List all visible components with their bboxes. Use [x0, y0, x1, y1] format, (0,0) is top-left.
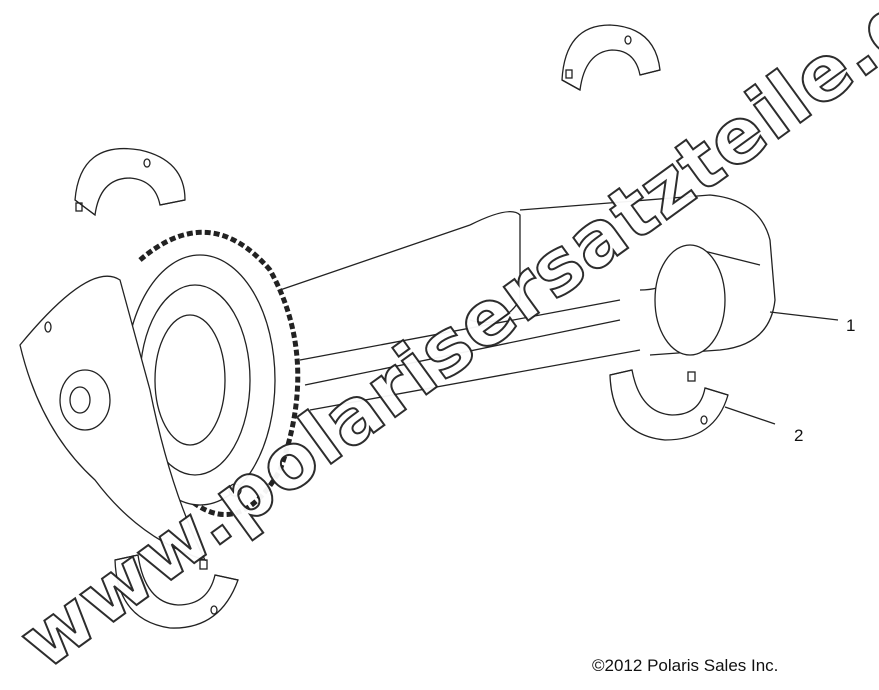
callout-label-1: 1	[846, 316, 856, 335]
leader-line-1	[769, 311, 839, 321]
bearing-shell-top-right	[561, 24, 661, 92]
bearing-shell-top-left	[74, 148, 186, 217]
bearing-shell-right	[609, 369, 729, 441]
copyright-notice: ©2012 Polaris Sales Inc.	[592, 656, 779, 675]
callout-label-2: 2	[794, 426, 804, 445]
bearing-shell-bottom-left	[114, 554, 239, 629]
leader-line-2	[724, 406, 776, 425]
shaft	[279, 194, 776, 411]
thrust-disc	[19, 275, 207, 562]
